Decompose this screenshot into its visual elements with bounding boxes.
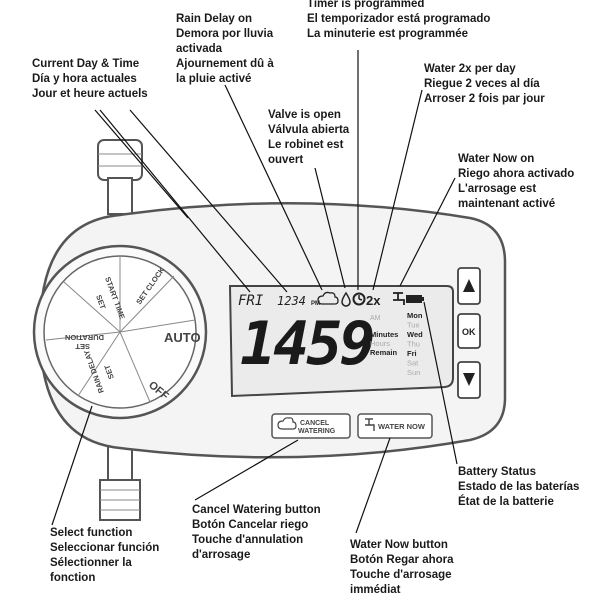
lcd-remain: Remain bbox=[370, 348, 398, 357]
bottom-hose-connector bbox=[99, 439, 141, 521]
cancel-watering-label-1: CANCEL bbox=[300, 420, 330, 427]
water-drop-icon bbox=[341, 291, 351, 307]
top-hose-connector bbox=[97, 139, 143, 215]
lcd-day-sun: Sun bbox=[407, 368, 420, 377]
battery-icon bbox=[406, 295, 424, 303]
faucet-icon bbox=[393, 292, 405, 305]
lcd-2x: 2x bbox=[366, 293, 381, 308]
lcd-day-wed: Wed bbox=[407, 330, 423, 339]
lcd-day: FRI bbox=[238, 293, 264, 309]
lcd-pm: PM bbox=[311, 301, 320, 307]
lcd-time: 1234 bbox=[277, 294, 306, 308]
water-now-label: WATER NOW bbox=[378, 422, 426, 431]
water-now-button[interactable] bbox=[357, 413, 433, 439]
clock-icon bbox=[352, 292, 366, 306]
cancel-watering-button[interactable] bbox=[271, 413, 351, 439]
dial-duration-label-2: DURATION bbox=[65, 333, 104, 342]
cancel-cloud-icon bbox=[277, 417, 297, 430]
lcd-day-mon: Mon bbox=[407, 311, 423, 320]
water-now-faucet-icon bbox=[365, 418, 375, 431]
dial-auto-label: AUTO bbox=[164, 330, 201, 345]
leader-lines bbox=[51, 50, 458, 534]
lcd-day-thu: Thu bbox=[407, 340, 420, 349]
rain-cloud-icon bbox=[317, 291, 339, 305]
up-arrow-icon bbox=[463, 279, 475, 292]
cancel-watering-label-2: WATERING bbox=[298, 428, 336, 435]
lcd-hours: Hours bbox=[370, 339, 390, 348]
lcd-day-fri: Fri bbox=[407, 349, 417, 358]
ok-label: OK bbox=[462, 327, 476, 337]
lcd-big-digits: 1459 bbox=[240, 309, 373, 379]
dial-duration-label-1: SET bbox=[75, 342, 90, 351]
lcd-day-tue: Tue bbox=[407, 321, 420, 330]
lcd-panel bbox=[228, 285, 454, 398]
lcd-am: AM bbox=[370, 315, 381, 322]
lcd-minutes: Minutes bbox=[370, 330, 398, 339]
lcd-day-sat: Sat bbox=[407, 359, 419, 368]
ok-button[interactable] bbox=[457, 313, 481, 349]
down-arrow-icon bbox=[463, 373, 475, 386]
dial-dividers bbox=[45, 256, 196, 403]
